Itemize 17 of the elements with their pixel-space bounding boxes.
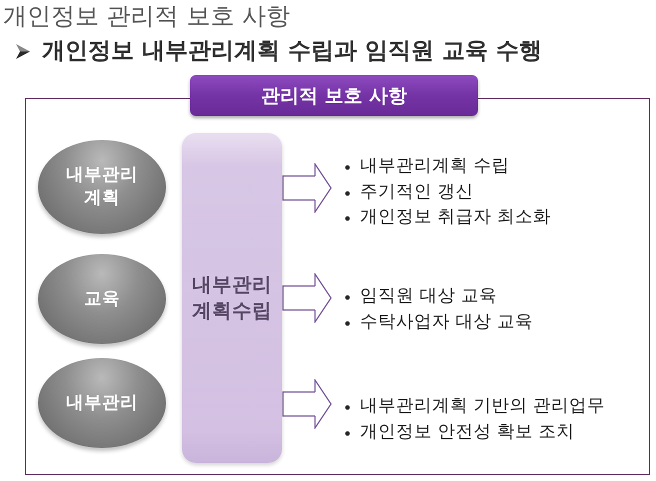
block-arrow — [282, 379, 332, 429]
bullet-item: 개인정보 안전성 확보 조치 — [360, 420, 575, 444]
rounded-box: 내부관리 계획수립 — [182, 133, 282, 463]
bullet-item: 임직원 대상 교육 — [360, 285, 498, 308]
title: 개인정보 관리적 보호 사항 — [3, 1, 290, 32]
ellipse-node: 내부관리 — [38, 358, 166, 448]
bullet-item: 내부관리계획 기반의 관리업무 — [360, 395, 606, 418]
bullet-item: 개인정보 취급자 최소화 — [360, 206, 552, 229]
subtitle: 개인정보 내부관리계획 수립과 임직원 교육 수행 — [42, 37, 542, 66]
ellipse-node: 교육 — [38, 254, 166, 344]
ellipse-node: 내부관리 계획 — [38, 140, 166, 234]
bullet-item: 내부관리계획 수립 — [360, 155, 510, 178]
bullet-item: 주기적인 갱신 — [360, 180, 474, 204]
header-tab: 관리적 보호 사항 — [190, 75, 478, 116]
block-arrow — [282, 273, 332, 323]
block-arrow — [282, 163, 332, 213]
bullet-item: 수탁사업자 대상 교육 — [360, 310, 534, 334]
